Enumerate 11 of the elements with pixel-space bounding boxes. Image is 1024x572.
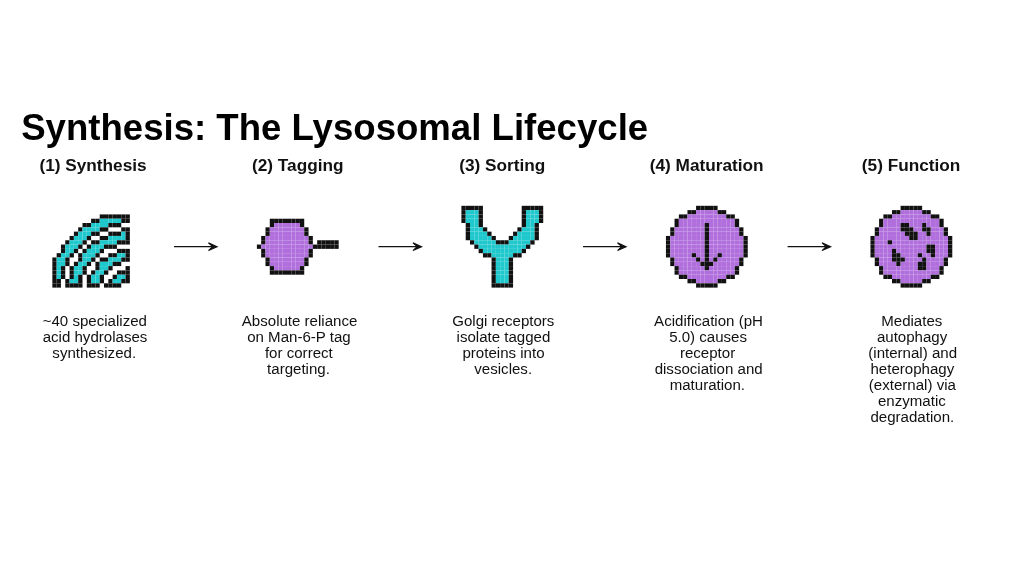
node-text: (3) Sorting xyxy=(459,155,546,176)
node-text: (1) Synthesis xyxy=(39,155,147,176)
node-text: (2) Tagging xyxy=(252,155,344,176)
node-label: Golgi receptors isolate tagged proteins into vesicles. xyxy=(452,311,555,377)
node-label: Acidification (pH 5.0) causes receptor dissociation and maturation. xyxy=(654,311,763,394)
node-text: (5) Function xyxy=(861,155,961,176)
node-label: ~40 specialized acid hydrolases synthesized. xyxy=(42,311,148,361)
diagram-title: Synthesis: The Lysosomal Lifecycle xyxy=(21,106,649,148)
node-label: Absolute reliance on Man-6-P tag for correct targeting. xyxy=(241,311,358,377)
node-label: Mediates autophagy (internal) and heterophagy (external) via enzymatic degradation. xyxy=(868,311,958,426)
node-text: (4) Maturation xyxy=(649,155,764,176)
